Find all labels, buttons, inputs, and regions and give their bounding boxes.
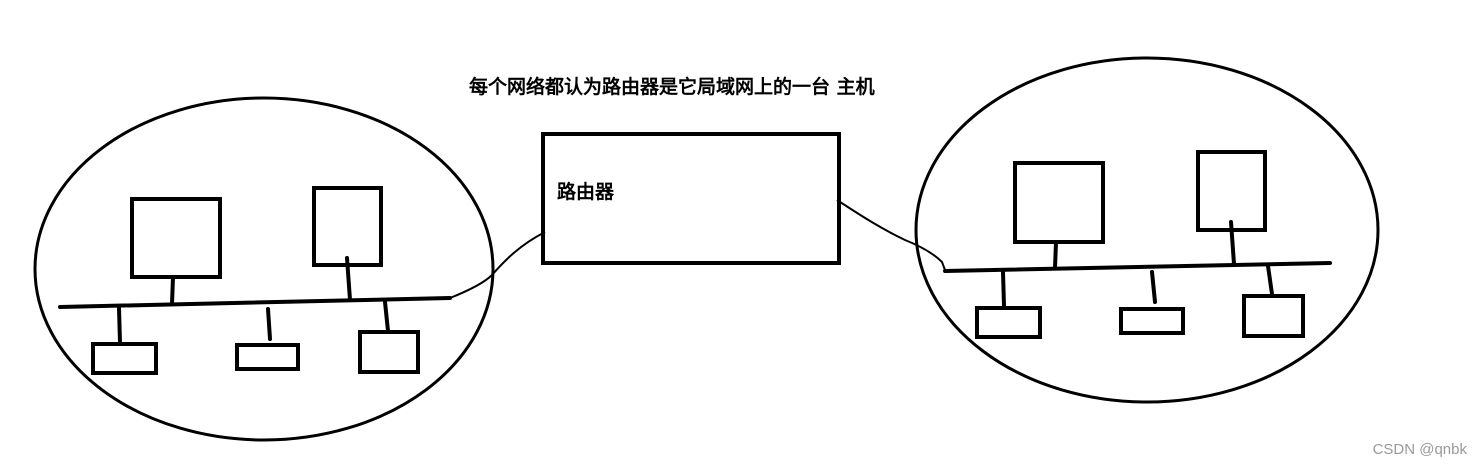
router-box: [541, 132, 841, 265]
diagram-title: 每个网络都认为路由器是它局域网上的一台 主机: [469, 76, 875, 98]
left-lan: [33, 96, 495, 442]
router-label: 路由器: [557, 181, 615, 203]
right-lan: [914, 56, 1380, 404]
left-host-large-1: [130, 197, 222, 279]
left-host-small-3: [358, 330, 420, 374]
watermark: CSDN @qnbk: [1372, 441, 1467, 458]
right-host-small-3: [1242, 294, 1305, 338]
left-link-to-router: [449, 231, 546, 299]
left-host-large-2: [312, 186, 383, 267]
right-host-small-2: [1119, 307, 1185, 335]
right-lan-bus: [943, 261, 1332, 273]
left-host-small-2: [235, 343, 300, 371]
left-lan-bus: [58, 296, 452, 309]
right-host-large-1: [1013, 161, 1105, 244]
left-host-small-1: [91, 342, 158, 375]
right-link-to-router: [836, 199, 946, 271]
right-lan-boundary: [914, 56, 1380, 404]
right-host-small-1: [975, 306, 1042, 339]
right-host-large-2: [1196, 150, 1267, 232]
left-lan-boundary: [33, 96, 495, 442]
